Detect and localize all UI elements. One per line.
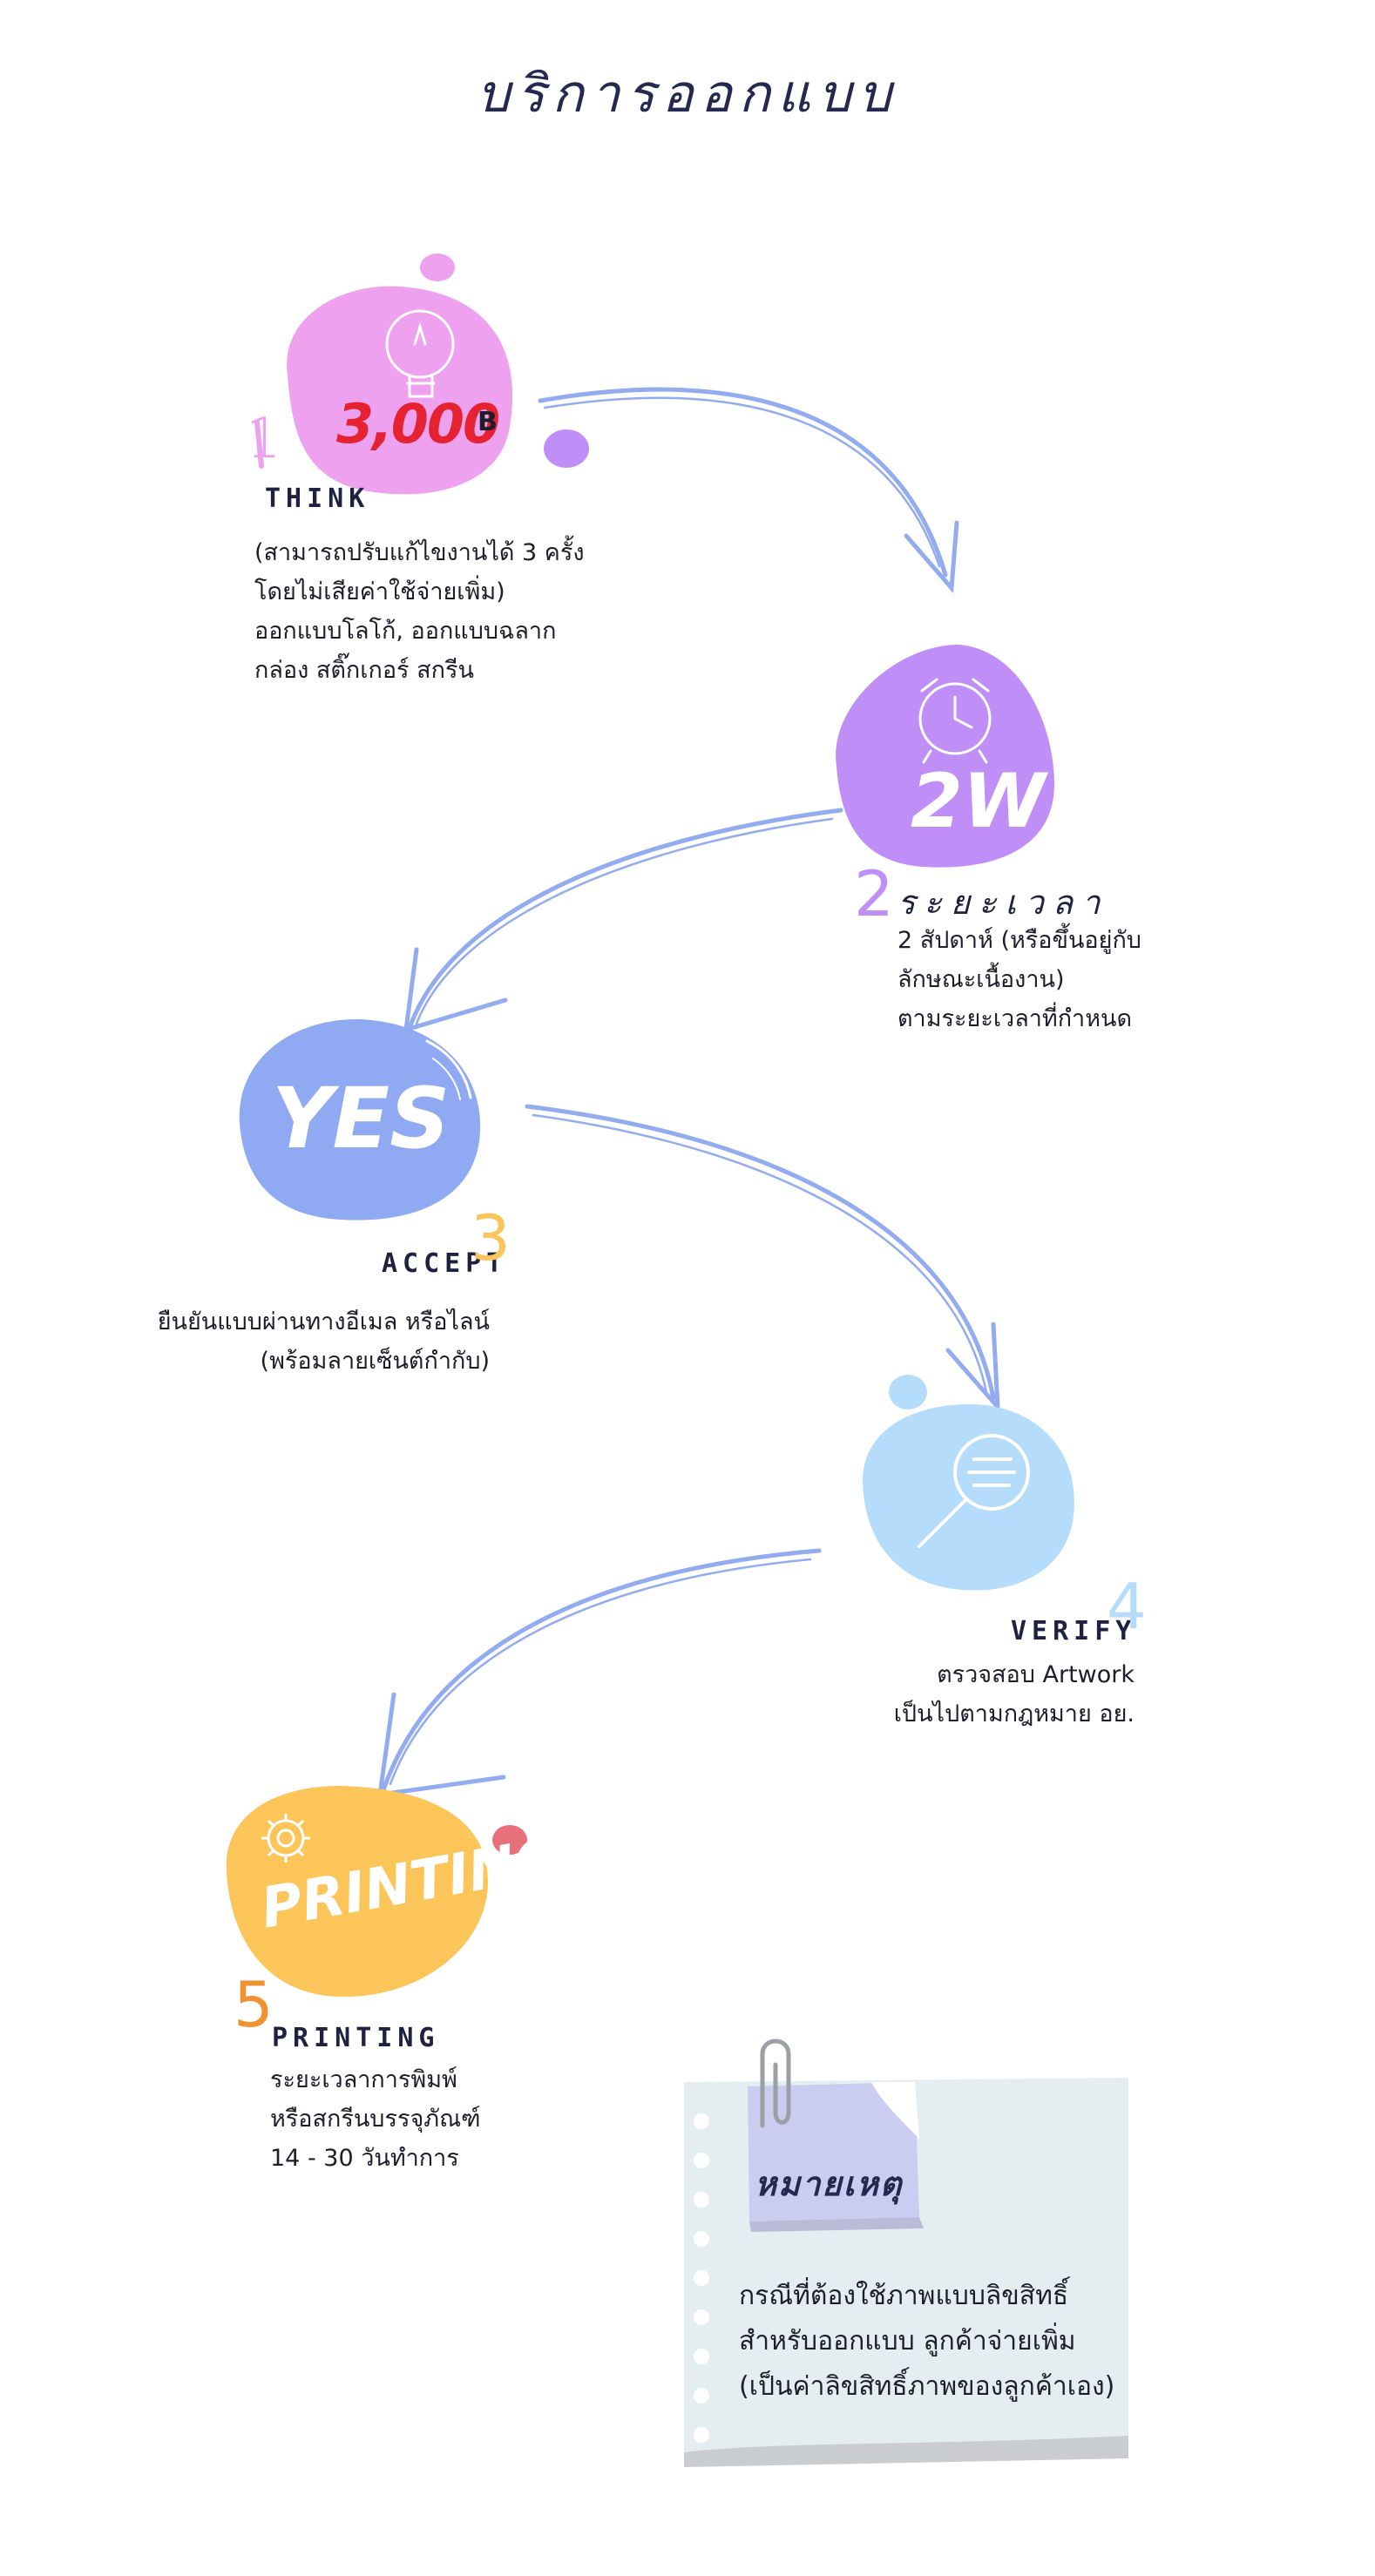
step5-blob xyxy=(226,1786,527,1998)
arrow-step3-to-step4 xyxy=(525,1104,1000,1414)
step3-blob xyxy=(239,1019,481,1220)
step1-number: 1 xyxy=(246,407,281,471)
arrow-step1-to-step2 xyxy=(538,387,959,594)
step3-description: ยืนยันแบบผ่านทางอีเมล หรือไลน์ (พร้อมลาย… xyxy=(157,1308,490,1375)
lightbulb-icon xyxy=(385,309,455,398)
note-sticky xyxy=(748,2082,924,2232)
step2-name: ระยะเวลา xyxy=(897,883,1109,922)
step1-currency: B xyxy=(478,407,498,437)
magnifier-icon xyxy=(918,1434,1030,1548)
step5-description: ระยะเวลาการพิมพ์ หรือสกรีนบรรจุภัณฑ์ 14 … xyxy=(270,2066,481,2172)
step4-blob xyxy=(863,1375,1074,1591)
step1-blob xyxy=(254,254,589,495)
note-title: หมายเหตุ xyxy=(755,2164,904,2203)
alarm-clock-icon xyxy=(918,678,992,764)
gear-icon xyxy=(261,1814,310,1863)
step1-name: THINK xyxy=(265,483,370,514)
step1-description: (สามารถปรับแก้ไขงานได้ 3 ครั้ง โดยไม่เสี… xyxy=(254,539,585,684)
step4-description: ตรวจสอบ Artwork เป็นไปตามกฎหมาย อย. xyxy=(893,1661,1135,1727)
step4-number: 4 xyxy=(1107,1570,1147,1643)
step5-number: 5 xyxy=(234,1968,274,2041)
step4-name: VERIFY xyxy=(1011,1616,1137,1646)
arrow-step2-to-step3 xyxy=(403,808,843,1033)
paperclip-icon xyxy=(760,2038,791,2128)
step2-description: 2 สัปดาห์ (หรือขึ้นอยู่กับ ลักษณะเนื้องา… xyxy=(897,927,1141,1032)
step3-badge: YES xyxy=(272,1070,450,1167)
note-text: กรณีที่ต้องใช้ภาพแบบลิขสิทธิ์ สำหรับออกแ… xyxy=(739,2281,1115,2402)
step2-number: 2 xyxy=(854,857,894,930)
step1-price: 3,000 xyxy=(336,392,500,456)
step2-blob xyxy=(836,645,1054,868)
arrow-step4-to-step5 xyxy=(377,1548,822,1797)
page-title: บริการออกแบบ xyxy=(477,64,898,125)
step3-number: 3 xyxy=(471,1201,511,1274)
step2-badge: 2W xyxy=(911,758,1046,845)
step3-name: ACCEPT xyxy=(382,1248,508,1279)
step5-name: PRINTING xyxy=(272,2023,440,2053)
